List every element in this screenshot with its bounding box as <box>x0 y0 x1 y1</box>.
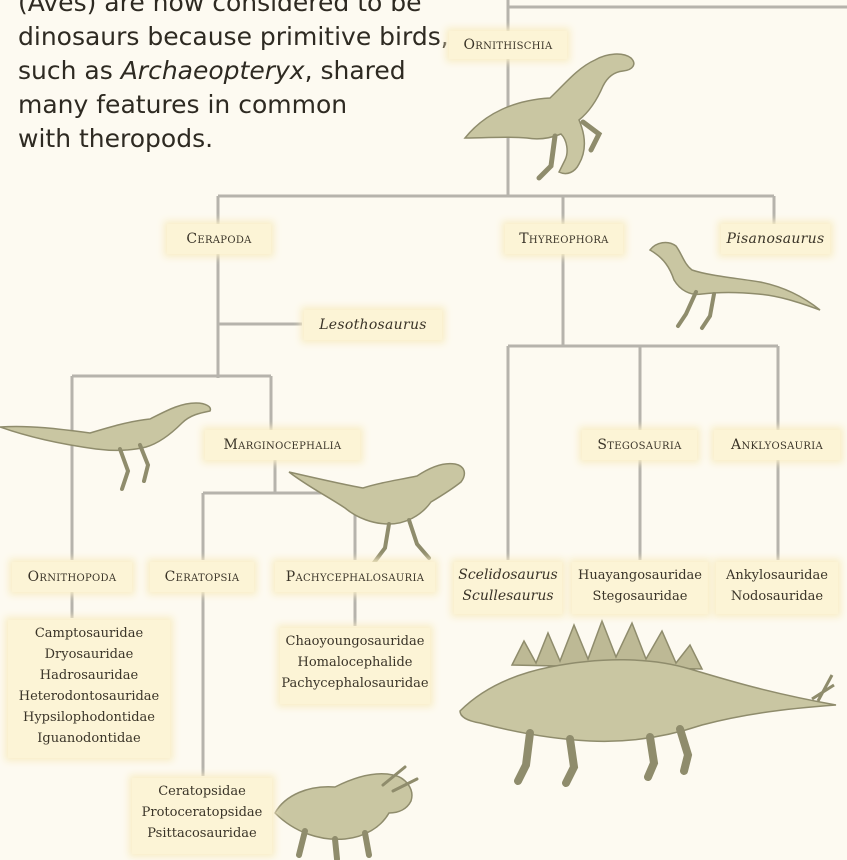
label-ornithopoda: Ornithopoda <box>12 562 132 592</box>
family-name: Chaoyoungosauridae <box>280 631 430 652</box>
genus-name: Scullesaurus <box>454 586 562 607</box>
family-name: Ceratopsidae <box>132 781 272 802</box>
label-ankylosauria: Anklyosauria <box>714 430 840 460</box>
stegosaurus-illustration <box>440 605 840 790</box>
ornithopod-illustration <box>0 395 215 495</box>
family-name: Nodosauridae <box>716 586 838 607</box>
list-pachycephalosauria-families: Chaoyoungosauridae Homalocephalide Pachy… <box>280 628 430 704</box>
intro-text: , shared <box>305 56 406 85</box>
list-ankylosauria-families: Ankylosauridae Nodosauridae <box>716 562 838 614</box>
label-ceratopsia: Ceratopsia <box>150 562 254 592</box>
label-pachycephalosauria: Pachycephalosauria <box>275 562 435 592</box>
family-name: Pachycephalosauridae <box>280 673 430 694</box>
label-cerapoda: Cerapoda <box>167 224 271 254</box>
label-pisanosaurus: Pisanosaurus <box>721 224 830 254</box>
genus-name: Scelidosaurus <box>454 565 562 586</box>
family-name: Camptosauridae <box>8 623 170 644</box>
intro-line: such as Archaeopteryx, shared <box>18 54 498 88</box>
family-name: Ankylosauridae <box>716 565 838 586</box>
intro-paragraph: (Aves) are now considered to be dinosaur… <box>18 0 498 156</box>
intro-line: (Aves) are now considered to be <box>18 0 498 20</box>
intro-line: with theropods. <box>18 122 498 156</box>
list-stegosauria-families: Huayangosauridae Stegosauridae <box>572 562 708 614</box>
list-ornithopoda-families: Camptosauridae Dryosauridae Hadrosaurida… <box>8 620 170 758</box>
triceratops-illustration <box>265 765 420 860</box>
list-scelidosaurus: Scelidosaurus Scullesaurus <box>454 562 562 614</box>
list-ceratopsia-families: Ceratopsidae Protoceratopsidae Psittacos… <box>132 778 272 854</box>
family-name: Hypsilophodontidae <box>8 707 170 728</box>
label-marginocephalia: Marginocephalia <box>205 430 360 460</box>
family-name: Homalocephalide <box>280 652 430 673</box>
family-name: Protoceratopsidae <box>132 802 272 823</box>
family-name: Hadrosauridae <box>8 665 170 686</box>
intro-line: many features in common <box>18 88 498 122</box>
label-stegosauria: Stegosauria <box>582 430 697 460</box>
intro-text: such as <box>18 56 121 85</box>
pachycephalosaur-illustration <box>285 460 470 570</box>
family-name: Heterodontosauridae <box>8 686 170 707</box>
label-lesothosaurus: Lesothosaurus <box>304 310 442 340</box>
family-name: Psittacosauridae <box>132 823 272 844</box>
family-name: Dryosauridae <box>8 644 170 665</box>
iguanodon-illustration <box>455 38 655 188</box>
label-thyreophora: Thyreophora <box>505 224 623 254</box>
genus-name: Archaeopteryx <box>121 56 305 85</box>
label-ornithischia: Ornithischia <box>449 31 567 59</box>
family-name: Stegosauridae <box>572 586 708 607</box>
family-name: Iguanodontidae <box>8 728 170 749</box>
intro-line: dinosaurs because primitive birds, <box>18 20 498 54</box>
family-name: Huayangosauridae <box>572 565 708 586</box>
